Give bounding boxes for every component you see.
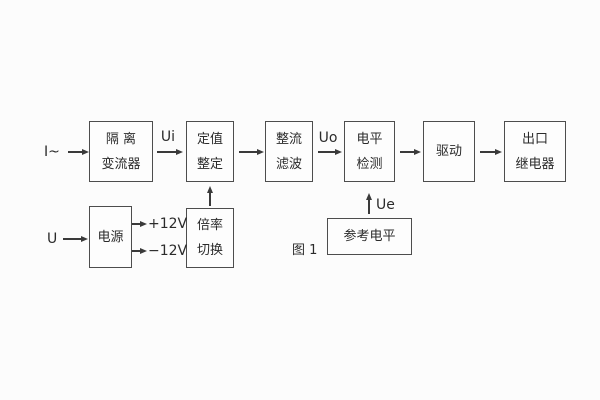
block-driver: 驱动 <box>423 121 475 182</box>
arrow-isolation-to-setpoint <box>157 151 176 153</box>
block-level-detector: 电平 检测 <box>344 121 395 182</box>
label-current-input: I~ <box>44 144 60 160</box>
block-power-supply: 电源 <box>89 206 132 268</box>
arrow-driver-to-relay <box>480 151 495 153</box>
arrow-current-to-isolation <box>68 151 82 153</box>
block-label: 变流器 <box>101 156 141 172</box>
block-label: 驱动 <box>435 144 462 159</box>
block-setpoint-adjust: 定值 整定 <box>186 121 234 182</box>
label-minus-12v: −12V <box>148 243 188 259</box>
arrow-setpoint-to-rectifier <box>239 151 257 153</box>
block-label: 整定 <box>196 156 223 172</box>
label-plus-12v: +12V <box>148 216 188 232</box>
label-ui: Ui <box>160 129 176 145</box>
arrow-level-to-driver <box>400 151 414 153</box>
block-label: 隔 离 <box>105 131 137 147</box>
block-label: 切换 <box>196 243 223 258</box>
block-label: 电平 <box>356 131 383 147</box>
arrow-power-plus12 <box>132 223 140 225</box>
label-uo: Uo <box>318 130 338 146</box>
block-label: 整流 <box>275 131 302 147</box>
figure-caption: 图 1 <box>292 243 318 258</box>
label-ue: Ue <box>376 197 395 213</box>
label-voltage-input: U <box>47 231 58 247</box>
block-label: 定值 <box>196 131 223 147</box>
arrow-power-minus12 <box>132 250 140 252</box>
block-label: 电源 <box>97 229 124 245</box>
block-label: 出口 <box>521 131 548 147</box>
block-label: 检测 <box>356 156 383 172</box>
arrow-voltage-to-power <box>63 238 81 240</box>
block-label: 滤波 <box>275 156 302 172</box>
block-label: 参考电平 <box>343 229 396 244</box>
arrow-reference-to-level <box>368 200 370 214</box>
block-rectifier-filter: 整流 滤波 <box>265 121 313 182</box>
block-ratio-switch: 倍率 切换 <box>186 208 234 268</box>
block-reference-level: 参考电平 <box>327 218 412 255</box>
block-label: 倍率 <box>196 218 223 233</box>
arrow-rectifier-to-level <box>318 151 335 153</box>
block-output-relay: 出口 继电器 <box>504 121 566 182</box>
block-label: 继电器 <box>515 156 555 172</box>
block-isolation-transformer: 隔 离 变流器 <box>89 121 153 182</box>
arrow-ratio-to-setpoint <box>209 193 211 206</box>
